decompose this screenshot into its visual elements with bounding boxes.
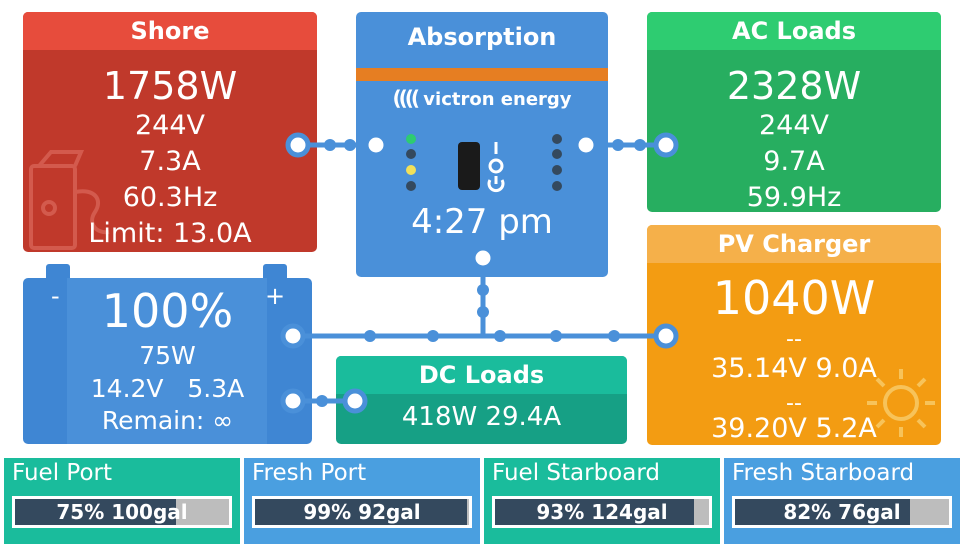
battery-soc: 100% bbox=[101, 284, 234, 338]
tank-fuel-port[interactable]: Fuel Port 75% 100gal bbox=[4, 458, 240, 544]
battery-tile[interactable]: - + 100% 75W 14.2V 5.3A Remain: ∞ bbox=[23, 278, 312, 444]
pv-charger-tile[interactable]: PV Charger 1040W -- 35.14V 9.0A -- 39.20… bbox=[647, 225, 941, 445]
ac-loads-frequency: 59.9Hz bbox=[746, 182, 842, 212]
pv-tracker1-dash: -- bbox=[786, 327, 802, 352]
battery-dc-node bbox=[280, 388, 306, 414]
tank-fresh-starboard[interactable]: Fresh Starboard 82% 76gal bbox=[724, 458, 960, 544]
dc-loads-title: DC Loads bbox=[336, 356, 627, 394]
brand-text: victron energy bbox=[423, 89, 572, 110]
shore-connector-node bbox=[285, 132, 311, 158]
inverter-state: Absorption bbox=[407, 23, 557, 51]
battery-plus-label: + bbox=[265, 282, 286, 310]
pv-charger-title: PV Charger bbox=[647, 225, 941, 263]
sun-icon bbox=[867, 369, 935, 437]
tank-level-fill bbox=[255, 499, 467, 525]
tank-level-fill bbox=[735, 499, 911, 525]
inverter-right-node bbox=[573, 132, 599, 158]
tank-level-fill bbox=[495, 499, 695, 525]
status-led-right-icon bbox=[552, 134, 562, 191]
inverter-dc-node bbox=[470, 245, 496, 271]
status-led-icon bbox=[406, 134, 416, 191]
tank-name: Fuel Port bbox=[12, 460, 112, 486]
dc-loads-tile[interactable]: DC Loads 418W 29.4A bbox=[336, 356, 627, 444]
shore-power-plug-icon bbox=[29, 150, 110, 250]
battery-minus-label: - bbox=[51, 282, 60, 310]
dc-loads-value: 418W 29.4A bbox=[401, 402, 562, 432]
tank-name: Fresh Starboard bbox=[732, 460, 915, 486]
ac-loads-title: AC Loads bbox=[647, 12, 941, 50]
shore-current: 7.3A bbox=[139, 146, 201, 177]
battery-terminal-negative bbox=[46, 264, 70, 278]
victron-logo: (((( victron energy bbox=[392, 86, 572, 110]
tank-level-bar: 99% 92gal bbox=[252, 496, 472, 528]
pv-node bbox=[653, 323, 679, 349]
inverter-time: 4:27 pm bbox=[411, 202, 553, 242]
shore-frequency: 60.3Hz bbox=[122, 182, 218, 213]
pv-tracker1: 35.14V 9.0A bbox=[711, 353, 877, 384]
ac-loads-current: 9.7A bbox=[763, 146, 825, 177]
tank-fuel-starboard[interactable]: Fuel Starboard 93% 124gal bbox=[484, 458, 720, 544]
tank-level-bar: 93% 124gal bbox=[492, 496, 712, 528]
battery-terminal-positive bbox=[263, 264, 287, 278]
battery-node bbox=[280, 323, 306, 349]
tank-level-label: 75% 100gal bbox=[56, 500, 188, 524]
battery-inner-panel bbox=[67, 278, 267, 444]
inverter-left-node bbox=[363, 132, 389, 158]
shore-power: 1758W bbox=[102, 64, 238, 108]
tank-level-label: 99% 92gal bbox=[303, 500, 421, 524]
inverter-accent-bar bbox=[356, 68, 608, 81]
ac-loads-power: 2328W bbox=[726, 64, 862, 108]
battery-voltage-current: 14.2V 5.3A bbox=[90, 374, 245, 403]
tank-level-label: 93% 124gal bbox=[536, 500, 668, 524]
pv-tracker2-dash: -- bbox=[786, 391, 802, 416]
battery-power: 75W bbox=[139, 341, 196, 370]
pv-power: 1040W bbox=[712, 271, 876, 325]
battery-remain: Remain: ∞ bbox=[101, 406, 234, 435]
shore-title: Shore bbox=[23, 12, 317, 50]
tank-level-fill bbox=[15, 499, 176, 525]
dc-loads-node bbox=[342, 388, 368, 414]
tank-fresh-port[interactable]: Fresh Port 99% 92gal bbox=[244, 458, 480, 544]
tank-level-label: 82% 76gal bbox=[783, 500, 901, 524]
shore-tile[interactable]: Shore 1758W 244V 7.3A 60.3Hz Limit: 13.0… bbox=[23, 12, 317, 252]
power-switch-icon[interactable] bbox=[456, 140, 510, 196]
shore-voltage: 244V bbox=[134, 110, 205, 141]
tank-level-bar: 75% 100gal bbox=[12, 496, 232, 528]
inverter-tile[interactable]: Absorption (((( victron energy 4:27 pm bbox=[356, 12, 608, 277]
pv-tracker2: 39.20V 5.2A bbox=[711, 413, 877, 444]
ac-loads-node bbox=[653, 132, 679, 158]
tank-name: Fresh Port bbox=[252, 460, 367, 486]
tank-level-bar: 82% 76gal bbox=[732, 496, 952, 528]
shore-limit[interactable]: Limit: 13.0A bbox=[88, 218, 252, 249]
ac-loads-voltage: 244V bbox=[758, 110, 829, 141]
ac-loads-tile[interactable]: AC Loads 2328W 244V 9.7A 59.9Hz bbox=[647, 12, 941, 212]
tank-name: Fuel Starboard bbox=[492, 460, 660, 486]
